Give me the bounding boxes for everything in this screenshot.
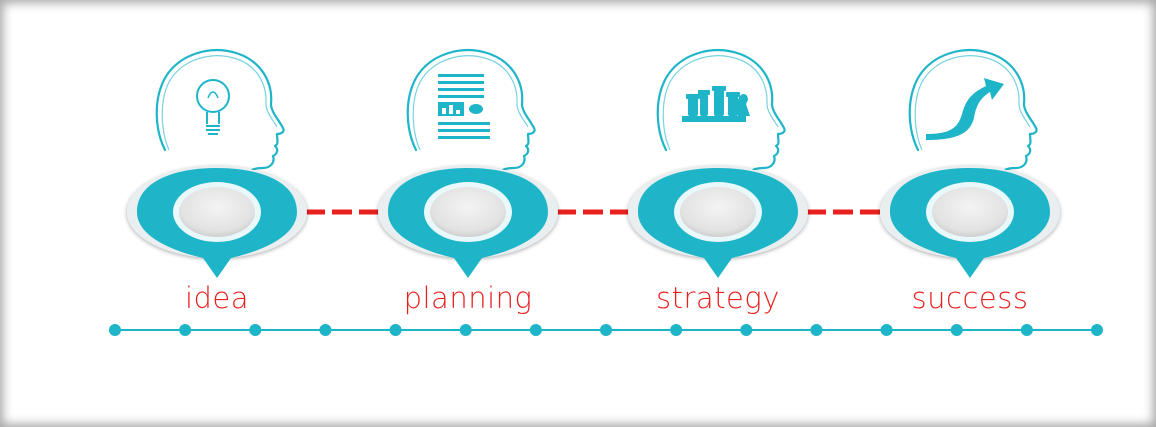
timeline-dot — [740, 324, 753, 336]
step-success: success — [880, 49, 1060, 315]
timeline-dot — [880, 324, 893, 336]
map-pin-icon — [127, 166, 307, 278]
timeline-dot — [810, 324, 823, 336]
steps-group: idea planning strategy success — [127, 49, 1060, 315]
step-planning: planning — [378, 49, 558, 315]
timeline-dot — [389, 324, 402, 336]
timeline-dot — [1020, 324, 1033, 336]
timeline-dot — [109, 324, 121, 336]
step-idea: idea — [127, 49, 307, 315]
timeline-dot — [319, 324, 332, 336]
map-pin-icon — [378, 166, 558, 278]
step-label: idea — [185, 281, 249, 315]
timeline-dot — [249, 324, 262, 336]
timeline-dot — [529, 324, 542, 336]
timeline-dot — [179, 324, 192, 336]
timeline-dot — [950, 324, 963, 336]
step-label: success — [912, 281, 1029, 315]
timeline-dot — [670, 324, 683, 336]
step-strategy: strategy — [628, 49, 808, 315]
map-pin-icon — [880, 166, 1060, 278]
head-document-chart-icon — [406, 49, 536, 184]
head-lightbulb-icon — [155, 49, 285, 184]
timeline-dot — [459, 324, 472, 336]
timeline-dot — [1091, 324, 1103, 336]
head-rising-arrow-icon — [908, 49, 1038, 184]
step-label: planning — [404, 281, 533, 315]
timeline-dot — [600, 324, 612, 336]
map-pin-icon — [628, 166, 808, 278]
head-chess-pieces-icon — [656, 49, 786, 184]
step-label: strategy — [656, 281, 780, 315]
timeline — [109, 324, 1103, 336]
